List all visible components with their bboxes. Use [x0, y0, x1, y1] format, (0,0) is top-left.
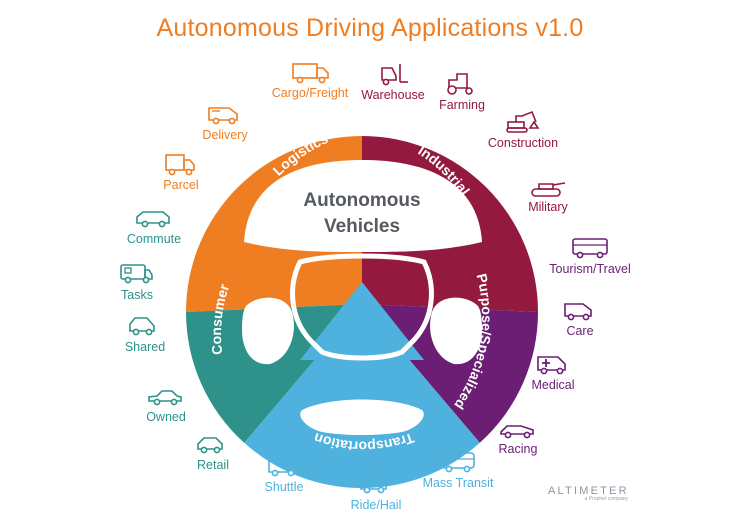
- segment-transportation: [244, 304, 480, 489]
- application-label: Tourism/Travel: [549, 262, 631, 276]
- logo-wordmark: ALTIMETER: [548, 485, 629, 497]
- application-label: Racing: [498, 442, 538, 456]
- segment-logistics: [186, 136, 362, 312]
- shuttle-icon: [268, 457, 298, 477]
- care-van-icon: [564, 303, 592, 321]
- parcel-truck-icon: [165, 154, 195, 176]
- application-warehouse: Warehouse: [338, 60, 448, 102]
- race-car-icon: [500, 425, 534, 439]
- sedan-icon: [148, 390, 182, 406]
- truck-icon: [292, 63, 329, 84]
- application-delivery: Delivery: [170, 100, 280, 142]
- application-medical: Medical: [498, 350, 608, 392]
- center-title-line1: Autonomous: [303, 190, 420, 211]
- application-label: Commute: [126, 232, 182, 246]
- taxi-icon: [360, 473, 387, 494]
- application-label: Care: [566, 324, 594, 338]
- application-shuttle: Shuttle: [229, 452, 339, 494]
- application-shared: Shared: [90, 312, 200, 354]
- tour-bus-icon: [572, 238, 608, 259]
- application-label: Farming: [439, 98, 485, 112]
- application-retail: Retail: [158, 430, 268, 472]
- tractor-icon: [447, 73, 473, 95]
- application-label: Cargo/Freight: [271, 86, 349, 100]
- bus-icon: [441, 452, 475, 473]
- application-tourism-travel: Tourism/Travel: [535, 234, 645, 276]
- excavator-icon: [506, 110, 540, 133]
- application-label: Parcel: [163, 178, 199, 192]
- application-label: Military: [528, 200, 568, 214]
- application-mass-transit: Mass Transit: [403, 448, 513, 490]
- camper-icon: [120, 264, 153, 284]
- application-label: Retail: [197, 458, 229, 472]
- altimeter-logo: ALTIMETER a Prophet company: [548, 485, 628, 502]
- application-cargo-freight: Cargo/Freight: [255, 58, 365, 100]
- segment-transportation-spoke: [300, 282, 424, 360]
- application-construction: Construction: [468, 108, 578, 150]
- compact-car-icon: [197, 437, 223, 454]
- application-commute: Commute: [99, 204, 209, 246]
- application-label: Owned: [146, 410, 186, 424]
- diagram-title: Autonomous Driving Applications v1.0: [156, 14, 584, 42]
- application-owned: Owned: [111, 382, 221, 424]
- application-label: Tasks: [121, 288, 153, 302]
- application-label: Ride/Hail: [350, 498, 402, 512]
- ambulance-icon: [537, 356, 566, 375]
- segment-industrial: [362, 136, 538, 312]
- application-military: Military: [493, 172, 603, 214]
- application-label: Mass Transit: [422, 476, 494, 490]
- application-label: Construction: [487, 136, 559, 150]
- logo-tagline: a Prophet company: [584, 496, 628, 502]
- tank-icon: [531, 182, 566, 197]
- wheel-hub-outline: [290, 253, 434, 361]
- application-racing: Racing: [463, 414, 573, 456]
- delivery-van-icon: [208, 107, 238, 125]
- application-label: Delivery: [202, 128, 248, 142]
- application-ride-hail: Ride/Hail: [321, 470, 431, 512]
- application-farming: Farming: [407, 70, 517, 112]
- application-parcel: Parcel: [126, 150, 236, 192]
- hatchback-icon: [129, 317, 155, 336]
- application-tasks: Tasks: [82, 260, 192, 302]
- application-care: Care: [525, 296, 635, 338]
- forklift-icon: [381, 64, 408, 86]
- application-label: Warehouse: [361, 88, 425, 102]
- application-label: Shared: [124, 340, 166, 354]
- wagon-icon: [136, 211, 170, 228]
- application-label: Medical: [531, 378, 575, 392]
- center-title-line2: Vehicles: [324, 216, 400, 237]
- application-label: Shuttle: [264, 480, 304, 494]
